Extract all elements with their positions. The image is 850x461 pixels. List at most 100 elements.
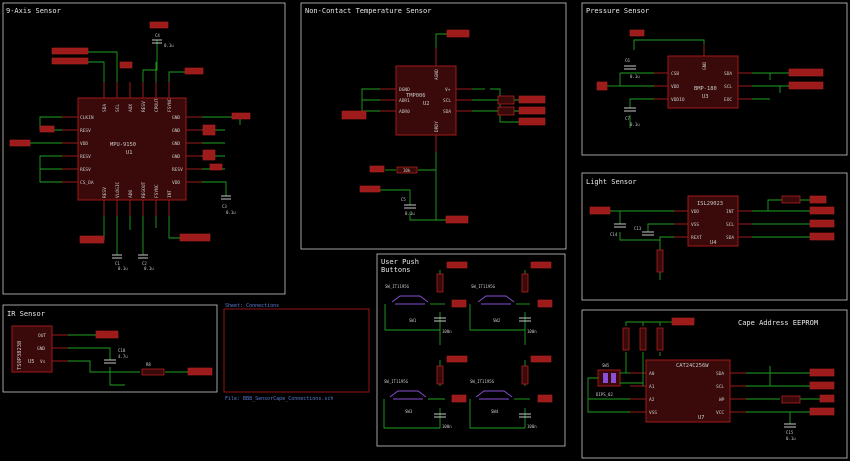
ir-pin-name: Vs (40, 359, 46, 365)
svg-text:100n: 100n (442, 424, 452, 429)
panel-frame-noncontact (300, 2, 567, 250)
tsop38238-symbol[interactable]: TSOP38238 U5 OUT GND Vs (11, 325, 68, 373)
svg-text:C13: C13 (634, 226, 642, 231)
bmp180-symbol[interactable]: BMP-180 U3 CSB VDD VDDIO SDA SCL EOC GND (654, 44, 752, 109)
button-net-labels (446, 261, 553, 403)
mpu-pin-name: GND (172, 115, 180, 121)
bmp-net-labels (596, 29, 824, 91)
eeprom-pin-name: A0 (649, 371, 655, 377)
tmp-ref: U2 (423, 101, 430, 107)
cat24c256w-symbol[interactable]: CAT24C256W U7 A0 A1 A2 VSS SDA SCL WP VC… (630, 359, 746, 423)
panel-title-9-axis: 9-Axis Sensor (6, 7, 61, 15)
ir-ref: U5 (28, 359, 35, 365)
tmp-pin-name: DRDY (434, 121, 440, 132)
ir-pin-name: GND (37, 346, 45, 352)
mpu-pin-name: GND (172, 128, 180, 134)
isl-pin-name: VDD (691, 209, 699, 215)
sw1-ref: SW1 (409, 318, 417, 323)
isl-pin-name: SCL (726, 222, 734, 228)
sw4-part: SW_IT1195G (470, 379, 495, 384)
eeprom-pin-name: A2 (649, 397, 655, 403)
tmp-pin-name: V+ (445, 87, 451, 93)
bmp-pin-name: EOC (724, 97, 732, 103)
isl-passives: C14 C13 (610, 195, 801, 273)
panel-title-ir: IR Sensor (7, 310, 45, 318)
mpu-net-labels (9, 21, 251, 244)
mpu-pin-name: RESV (102, 187, 108, 198)
bmp-pin-name: SDA (724, 71, 732, 77)
svg-text:0.1u: 0.1u (226, 210, 236, 215)
svg-text:100n: 100n (442, 329, 452, 334)
mpu-part: MPU-9150 (110, 142, 136, 148)
mpu9150-symbol[interactable]: MPU-9150 U1 CLKIN RESV VDD RESV RESV CS_… (62, 82, 202, 216)
svg-text:0.1u: 0.1u (144, 266, 154, 271)
dip-part: DIPS_02 (596, 392, 613, 397)
sw3-ref: SW3 (405, 409, 413, 414)
bmp-pin-name: GND (702, 62, 708, 70)
svg-text:0.1u: 0.1u (630, 122, 640, 127)
bmp-part: BMP-180 (694, 86, 717, 92)
hier-sheet-connections[interactable] (223, 308, 370, 393)
mpu-pin-name: FSYNC (154, 184, 160, 198)
mpu-pin-name: SDA (102, 104, 108, 112)
mpu-pin-name: RESV (141, 101, 147, 112)
svg-text:C6: C6 (625, 58, 630, 63)
panel-frame-9-axis (2, 2, 286, 295)
isl29023-symbol[interactable]: ISL29023 U4 VDD VSS REXT INT SCL SDA (674, 195, 752, 247)
svg-text:C15: C15 (786, 430, 794, 435)
mpu-pin-name: CLKIN (80, 115, 94, 121)
panel-frame-buttons (376, 253, 566, 447)
eeprom-net-labels (671, 317, 835, 416)
tmp-part: TMP006 (406, 93, 425, 99)
ir-net-labels (95, 330, 213, 376)
bmp-wires (605, 39, 790, 128)
mpu-passives: C40.1u C10.1u C20.1u C30.1u (112, 33, 236, 271)
tmp-pin-name: SDA (443, 109, 451, 115)
dip-ref: SW5 (602, 363, 610, 368)
sw4-ref: SW4 (491, 409, 499, 414)
tmp-pin-name: ADR0 (399, 109, 410, 115)
eeprom-pin-name: SDA (716, 371, 724, 377)
panel-title-eeprom: Cape Address EEPROM (738, 319, 818, 327)
sw2-ref: SW2 (493, 318, 501, 323)
panel-title-noncontact: Non-Contact Temperature Sensor (305, 7, 431, 15)
mpu-pin-name: INT (167, 190, 173, 198)
bmp-pin-name: SCL (724, 84, 732, 90)
ir-wires (68, 334, 190, 386)
ir-pin-name: OUT (38, 333, 46, 339)
mpu-pin-name: RESV (80, 154, 91, 160)
sw1-part: SW_IT1195G (385, 284, 410, 289)
sheet-file: File: BB8_SensorCape_Connections.sch (225, 396, 333, 402)
svg-text:C4: C4 (155, 33, 160, 38)
dip-switch[interactable]: SW5 DIPS_02 (596, 363, 621, 397)
panel-frame-pressure (581, 2, 848, 156)
svg-text:100n: 100n (527, 424, 537, 429)
panel-frame-light (581, 172, 848, 301)
tmp006-symbol[interactable]: TMP006 U2 DGND ADR1 ADR0 V+ SCL SDA AGND… (380, 48, 472, 152)
panel-title-buttons-1: User Push (381, 258, 419, 266)
eeprom-wires (587, 321, 820, 424)
isl-pin-name: REXT (691, 235, 702, 241)
push-buttons[interactable]: SW_IT1195G SW_IT1195G SW_IT1195G SW_IT11… (384, 284, 515, 414)
mpu-pin-name: AD0 (128, 190, 134, 198)
svg-text:0.1u: 0.1u (164, 43, 174, 48)
bmp-pin-name: CSB (671, 71, 679, 77)
panel-title-pressure: Pressure Sensor (586, 7, 649, 15)
mpu-pin-name: VLOGIC (115, 181, 121, 198)
tmp-passives: 10k C50.1u (396, 95, 515, 216)
eeprom-pin-name: VCC (716, 410, 724, 416)
mpu-ref: U1 (126, 150, 133, 156)
isl-pin-name: INT (726, 209, 734, 215)
svg-text:0.1u: 0.1u (786, 436, 796, 441)
tmp-wires (350, 33, 520, 221)
tmp-pin-name: DGND (399, 87, 410, 93)
sw2-part: SW_IT1195G (471, 284, 496, 289)
svg-text:C1: C1 (115, 261, 120, 266)
svg-text:C14: C14 (610, 232, 618, 237)
mpu-pin-name: REGOUT (141, 181, 147, 198)
button-wires (383, 270, 530, 429)
panel-title-light: Light Sensor (586, 178, 637, 186)
eeprom-part: CAT24C256W (676, 363, 709, 369)
